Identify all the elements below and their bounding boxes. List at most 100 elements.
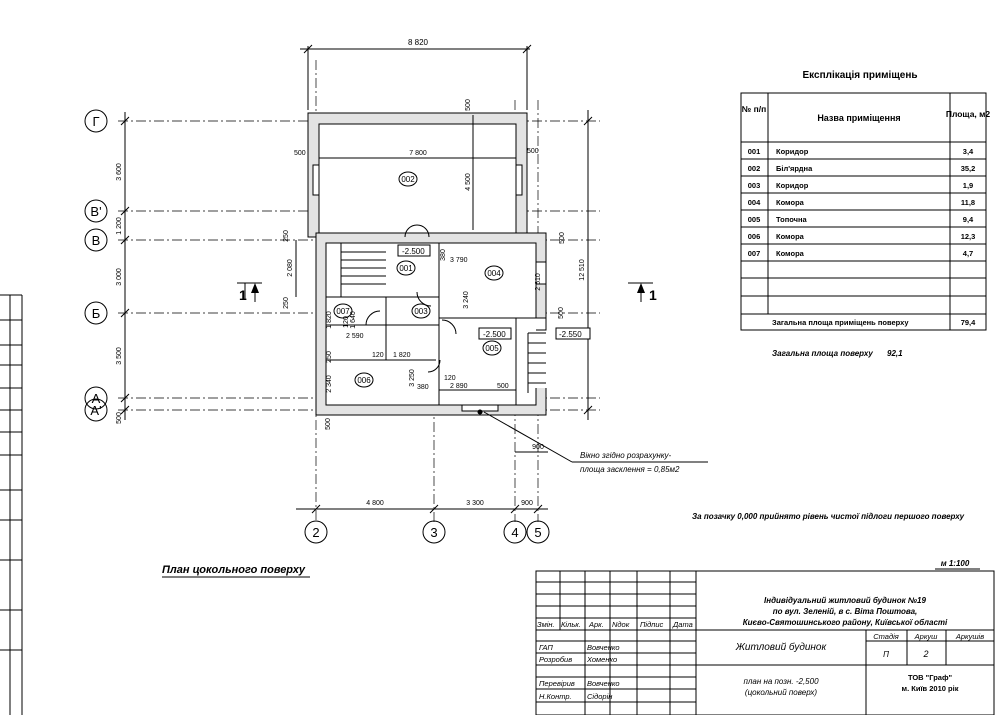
svg-text:2 080: 2 080: [287, 259, 294, 277]
stage-header: Аркуш: [914, 632, 938, 641]
svg-text:380: 380: [440, 249, 447, 261]
total-label: Загальна площа приміщень поверху: [772, 318, 909, 327]
col-header: Кільк.: [561, 620, 581, 629]
svg-text:2 590: 2 590: [346, 333, 364, 340]
axis-label-row: В: [92, 233, 101, 248]
svg-text:120: 120: [343, 316, 350, 328]
svg-text:2 610: 2 610: [535, 273, 542, 291]
role: Перевірив: [539, 679, 575, 688]
level-marks: -2.500 -2.500 -2.550: [397, 244, 591, 340]
room-number: 003: [414, 307, 428, 316]
project-line: по вул. Зеленій, в с. Віта Поштова,: [773, 607, 918, 616]
svg-text:Комора: Комора: [776, 232, 805, 241]
stair-right: [527, 332, 546, 393]
svg-text:120: 120: [372, 352, 384, 359]
svg-text:8 820: 8 820: [408, 38, 429, 47]
building-walls: [307, 112, 549, 416]
svg-text:11,8: 11,8: [961, 198, 975, 207]
explication-row: 006 Комора 12,3: [748, 232, 976, 241]
building-name: Житловий будинок: [735, 641, 828, 653]
room-number: 002: [401, 175, 415, 184]
svg-text:001: 001: [748, 147, 761, 156]
svg-text:Вікно згідно розрахунку-: Вікно згідно розрахунку-: [580, 451, 672, 460]
svg-text:Комора: Комора: [776, 198, 805, 207]
room-number: 007: [336, 307, 350, 316]
svg-text:7 800: 7 800: [409, 150, 427, 157]
stair-left: [340, 243, 386, 297]
role: Н.Контр.: [539, 692, 572, 701]
total-value: 79,4: [961, 318, 976, 327]
svg-text:500: 500: [527, 148, 539, 155]
room-number: 001: [399, 264, 413, 273]
svg-text:Біл'ярдна: Біл'ярдна: [776, 164, 813, 173]
svg-text:-2.550: -2.550: [559, 330, 582, 339]
axis-label-row: А': [90, 403, 101, 418]
col-header: Змін.: [537, 620, 555, 629]
svg-text:380: 380: [417, 384, 429, 391]
svg-text:3,4: 3,4: [963, 147, 974, 156]
svg-text:2 340: 2 340: [326, 375, 333, 393]
svg-text:500: 500: [294, 150, 306, 157]
svg-text:3 240: 3 240: [463, 291, 470, 309]
svg-text:900: 900: [521, 500, 533, 507]
svg-text:900: 900: [532, 444, 544, 451]
section-mark-right: 1: [628, 282, 657, 303]
role-name: Сідорін: [587, 692, 612, 701]
axis-label-row: А: [92, 391, 101, 406]
header-name: Назва приміщення: [817, 113, 900, 123]
header-num: № п/п: [742, 104, 766, 114]
svg-text:4 500: 4 500: [465, 173, 472, 191]
svg-text:007: 007: [748, 249, 761, 258]
svg-text:4 800: 4 800: [366, 500, 384, 507]
axis-label-row: Г: [92, 114, 99, 129]
inner-dimensions: 500 7 800 500 500 4 500 250 2 080 1 820 …: [283, 99, 566, 393]
svg-text:005: 005: [748, 215, 761, 224]
svg-text:002: 002: [748, 164, 761, 173]
svg-text:-2.500: -2.500: [483, 330, 506, 339]
svg-text:2 890: 2 890: [450, 383, 468, 390]
header-area: Площа, м2: [946, 109, 991, 119]
project-line: Індивідуальний житловий будинок №19: [764, 596, 926, 605]
svg-text:1,9: 1,9: [963, 181, 973, 190]
svg-text:Загальна площа поверху: Загальна площа поверху: [772, 349, 873, 358]
svg-text:4,7: 4,7: [963, 249, 973, 258]
role-name: Хоменко: [586, 655, 617, 664]
axis-label-col: 2: [312, 525, 319, 540]
axis-label-col: 4: [511, 525, 518, 540]
svg-text:1: 1: [649, 287, 657, 303]
explication-row: 003 Коридор 1,9: [748, 181, 973, 190]
svg-text:Комора: Комора: [776, 249, 805, 258]
room-number: 006: [357, 376, 371, 385]
col-header: Підпис: [640, 620, 664, 629]
room-markers: 001 002 003 004 005 006 007: [333, 171, 504, 388]
svg-text:500: 500: [497, 383, 509, 390]
svg-text:Коридор: Коридор: [776, 181, 809, 190]
dimension-overall-width: 8 820: [300, 38, 532, 110]
role-name: Вовченко: [587, 679, 620, 688]
svg-text:35,2: 35,2: [961, 164, 976, 173]
axis-label-col: 5: [534, 525, 541, 540]
svg-text:площа засклення = 0,85м2: площа засклення = 0,85м2: [580, 465, 680, 474]
sheet-title: (цокольний поверх): [745, 688, 817, 697]
binding-strip: [0, 294, 23, 715]
dimension-left-chain: 3 600 1 200 3 000 3 500 500: [116, 112, 130, 424]
sheet-title: план на позн. -2,500: [743, 677, 819, 686]
axis-bubbles-columns: 2 3 4 5: [304, 520, 550, 544]
role: ГАП: [539, 643, 553, 652]
svg-text:Коридор: Коридор: [776, 147, 809, 156]
stage-header: Аркушів: [955, 632, 984, 641]
svg-text:Топочна: Топочна: [776, 215, 807, 224]
explication-row: 004 Комора 11,8: [748, 198, 975, 207]
explication-row: 007 Комора 4,7: [748, 249, 973, 258]
explication-row: 002 Біл'ярдна 35,2: [748, 164, 976, 173]
company: ТОВ "Граф": [908, 673, 953, 682]
gross-area: Загальна площа поверху 92,1: [772, 349, 903, 358]
explication-table: Експлікація приміщень № п/п Назва приміщ…: [740, 70, 991, 331]
stage-value: П: [883, 650, 889, 659]
svg-text:3 250: 3 250: [409, 369, 416, 387]
zero-level-note: За позачку 0,000 прийнято рівень чистої …: [692, 512, 965, 521]
axis-label-row: Б: [92, 306, 101, 321]
svg-text:3 600: 3 600: [116, 163, 123, 181]
svg-text:500: 500: [558, 307, 565, 319]
